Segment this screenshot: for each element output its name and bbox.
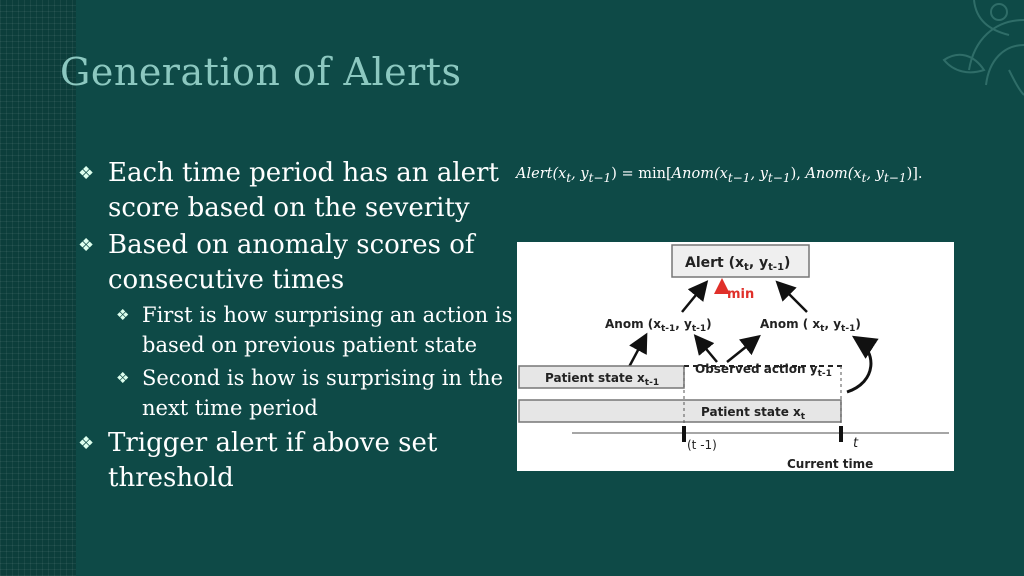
sub-bullet-item: ❖ First is how surprising an action is b…	[78, 300, 518, 360]
diamond-bullet-icon: ❖	[78, 433, 95, 454]
patient-state-prev-bar	[518, 365, 685, 389]
patient-state-prev-label: Patient state xt-1	[545, 371, 659, 388]
alert-diagram: Alert (xt, yt-1) min Anom (xt-1, yt-1) A…	[517, 242, 954, 471]
sub-bullet-item: ❖ Second is how is surprising in the nex…	[78, 363, 518, 423]
diamond-bullet-icon: ❖	[116, 306, 130, 324]
patient-state-curr-label: Patient state xt	[701, 405, 806, 422]
min-label: min	[727, 287, 754, 302]
bullet-text: Trigger alert if above set threshold	[108, 428, 438, 493]
anom-left-label: Anom (xt-1, yt-1)	[605, 317, 712, 334]
slide-title: Generation of Alerts	[60, 50, 462, 94]
bullet-text: First is how surprising an action is bas…	[142, 303, 513, 357]
tick-prev	[682, 426, 686, 442]
observed-action-label: Observed action yt-1	[695, 362, 832, 379]
arrow-anom-right-to-alert	[775, 280, 808, 313]
bullet-item: ❖ Each time period has an alert score ba…	[78, 156, 518, 226]
current-time-label: Current time	[787, 457, 873, 471]
arrow-action-to-anom-right	[726, 334, 761, 363]
arrow-anom-left-to-alert	[681, 280, 709, 313]
arrow-action-to-anom-left	[693, 334, 718, 363]
bullet-text: Second is how is surprising in the next …	[142, 366, 503, 420]
alert-box-label: Alert (xt, yt-1)	[685, 255, 790, 273]
anom-right-label: Anom ( xt, yt-1)	[760, 317, 861, 334]
floral-ornament-icon	[942, 0, 1024, 96]
bullet-list: ❖ Each time period has an alert score ba…	[78, 156, 518, 498]
diamond-bullet-icon: ❖	[78, 235, 95, 256]
arrow-curr-state-to-anom-right	[846, 335, 879, 394]
bullet-text: Based on anomaly scores of consecutive t…	[108, 230, 475, 295]
tick-prev-label: (t -1)	[687, 438, 717, 452]
arrow-prev-state-to-anom	[627, 332, 648, 368]
alert-formula: Alert(xt, yt−1) = min[Anom(xt−1, yt−1), …	[516, 166, 923, 185]
bullet-item: ❖ Based on anomaly scores of consecutive…	[78, 228, 518, 298]
bullet-text: Each time period has an alert score base…	[108, 158, 499, 223]
diamond-bullet-icon: ❖	[78, 163, 95, 184]
alert-box	[671, 244, 810, 278]
bullet-item: ❖ Trigger alert if above set threshold	[78, 426, 518, 496]
diamond-bullet-icon: ❖	[116, 369, 130, 387]
decorative-grid-strip	[0, 0, 76, 576]
tick-curr	[839, 426, 843, 442]
tick-t-label: t	[853, 436, 859, 451]
